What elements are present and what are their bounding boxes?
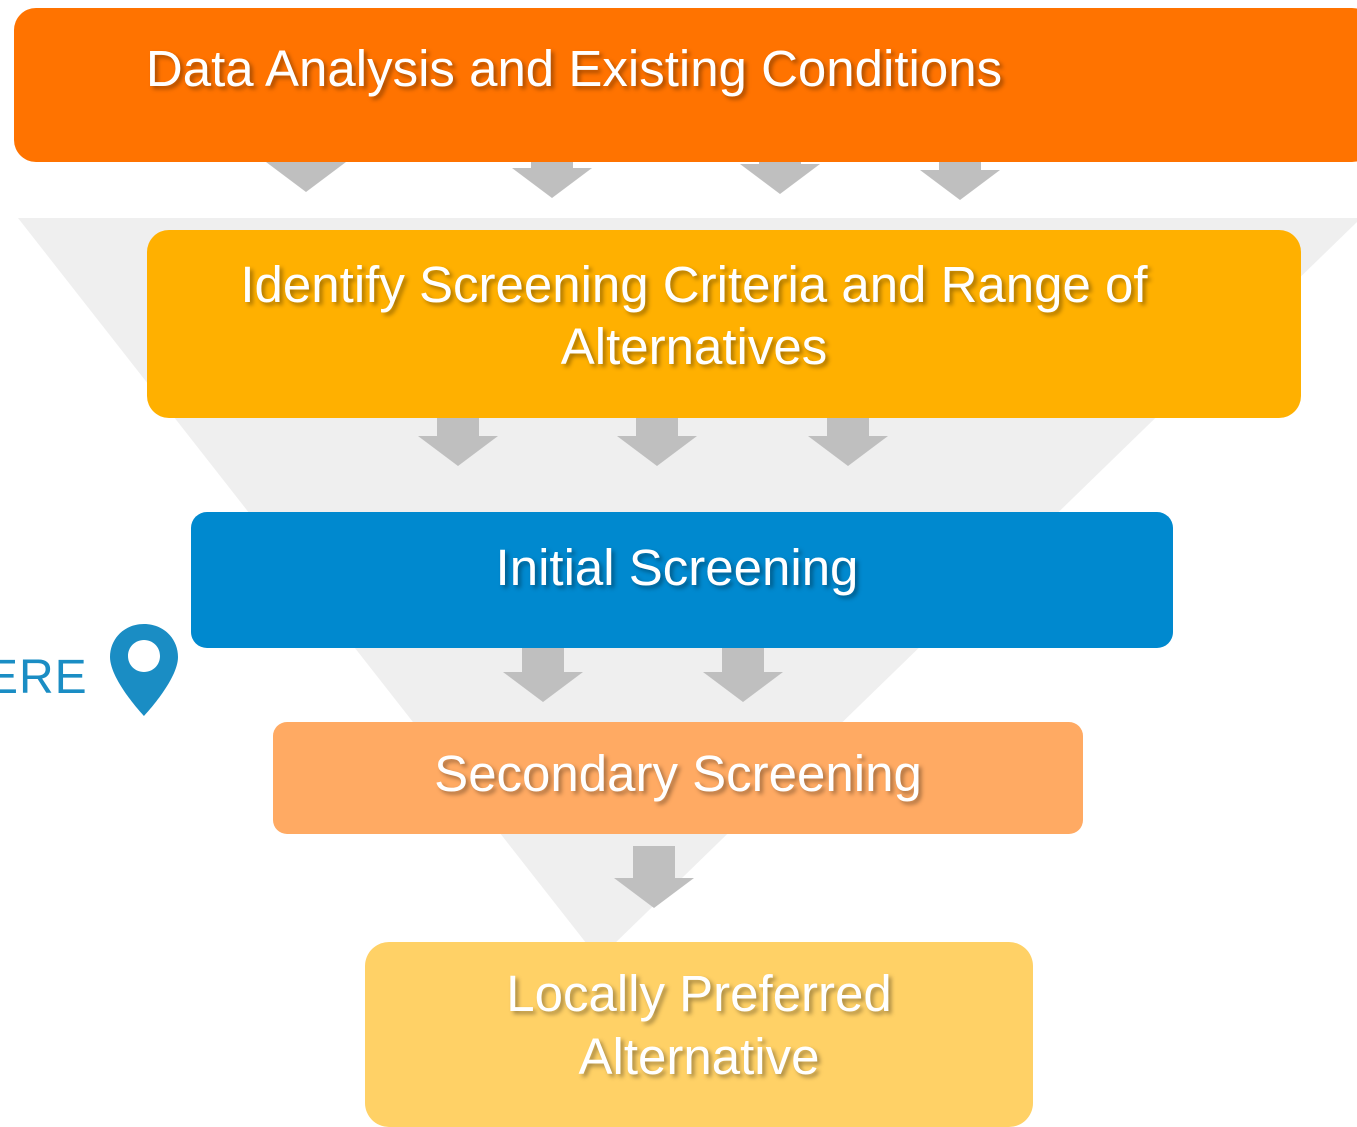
stage-locally-preferred: Locally Preferred Alternative — [365, 942, 1033, 1127]
down-arrow-icon — [808, 404, 888, 466]
stage-initial-screening-label: Initial Screening — [496, 537, 859, 599]
stage-data-analysis-line-1: Data Analysis and Existing Conditions — [145, 40, 1003, 97]
stage-identify-criteria-label: Identify Screening Criteria and Range of… — [240, 254, 1147, 378]
down-arrow-icon — [617, 404, 697, 466]
stage-identify-criteria-line-2: Alternatives — [560, 318, 828, 376]
down-arrow-icon — [703, 640, 783, 702]
down-arrow-icon — [503, 640, 583, 702]
you-are-here-label: ERE — [0, 651, 88, 704]
location-pin-icon — [110, 624, 178, 716]
stage-locally-preferred-line-2: Alternative — [578, 1027, 820, 1085]
location-pin-outline — [110, 624, 178, 716]
stage-secondary-screening: Secondary Screening — [273, 722, 1083, 834]
stage-initial-screening-line-1: Initial Screening — [495, 538, 859, 596]
stage-initial-screening: Initial Screening — [191, 512, 1173, 648]
down-arrow-icon — [614, 846, 694, 908]
stage-data-analysis-label: Data Analysis and Existing Conditions — [146, 38, 1002, 100]
stage-secondary-screening-line-1: Secondary Screening — [434, 744, 922, 802]
down-arrow-icon — [418, 404, 498, 466]
stage-locally-preferred-label: Locally Preferred Alternative — [506, 963, 892, 1087]
stage-locally-preferred-line-1: Locally Preferred — [506, 965, 892, 1023]
stage-identify-criteria-line-1: Identify Screening Criteria and Range of — [240, 256, 1148, 313]
stage-identify-criteria: Identify Screening Criteria and Range of… — [147, 230, 1301, 418]
stage-secondary-screening-label: Secondary Screening — [434, 743, 922, 805]
stage-data-analysis: Data Analysis and Existing Conditions — [14, 8, 1357, 162]
